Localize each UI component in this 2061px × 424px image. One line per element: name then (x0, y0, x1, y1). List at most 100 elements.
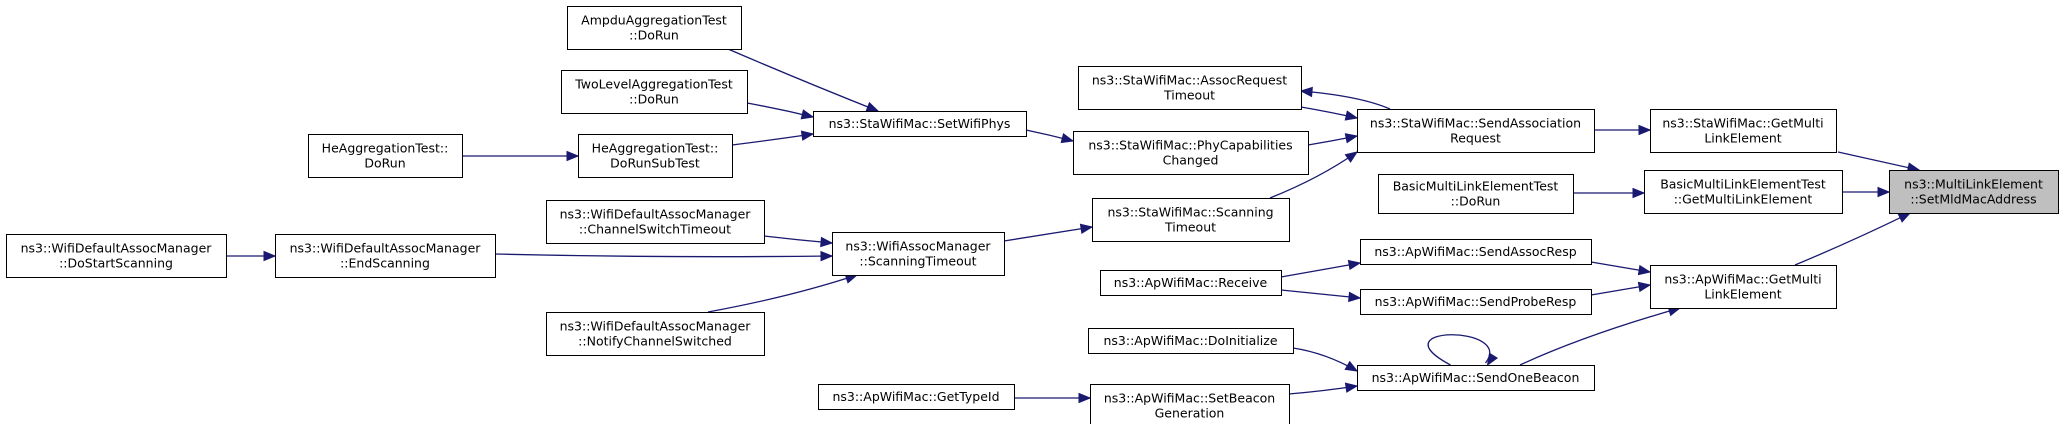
node-label-line: ::ChannelSwitchTimeout (579, 222, 731, 237)
edge-arrowhead (1299, 86, 1313, 98)
node-twolevel-dorun[interactable]: TwoLevelAggregationTest::DoRun (561, 70, 748, 114)
node-box (818, 384, 1015, 410)
node-ap-sendassocresp[interactable]: ns3::ApWifiMac::SendAssocResp (1360, 239, 1592, 265)
edge-n_ampdu_dorun-to-n_sta_setphys (727, 48, 880, 112)
edge-arrowhead (1344, 151, 1359, 163)
node-wdam-chswitch[interactable]: ns3::WifiDefaultAssocManager::ChannelSwi… (546, 200, 765, 244)
node-label-line: Timeout (1164, 220, 1216, 235)
node-ap-doinit[interactable]: ns3::ApWifiMac::DoInitialize (1088, 328, 1294, 354)
node-label-line: LinkElement (1704, 131, 1781, 146)
node-he-dorun[interactable]: HeAggregationTest::DoRun (308, 134, 463, 178)
node-sta-scantimeout[interactable]: ns3::StaWifiMac::ScanningTimeout (1092, 198, 1290, 242)
node-ap-sendproberesp[interactable]: ns3::ApWifiMac::SendProbeResp (1360, 289, 1592, 315)
node-box (813, 111, 1027, 137)
node-sta-setphys[interactable]: ns3::StaWifiMac::SetWifiPhys (813, 111, 1027, 137)
edge-line (1280, 289, 1361, 299)
node-box (1078, 66, 1302, 110)
edge-arrowhead (1060, 133, 1075, 144)
edge-line (1794, 212, 1911, 266)
node-wam-scantimeout[interactable]: ns3::WifiAssocManager::ScanningTimeout (832, 232, 1005, 276)
node-label-line: ns3::StaWifiMac::Scanning (1107, 205, 1273, 220)
node-box (1088, 328, 1294, 354)
node-wdam-endscan[interactable]: ns3::WifiDefaultAssocManager::EndScannin… (275, 234, 496, 278)
edge-arrowhead (566, 150, 580, 162)
node-label-line: Timeout (1163, 88, 1215, 103)
node-ap-gettypeid[interactable]: ns3::ApWifiMac::GetTypeId (818, 384, 1015, 410)
edge-arrowhead (1897, 212, 1912, 223)
node-label-line: ns3::StaWifiMac::SetWifiPhys (829, 116, 1011, 131)
node-label-line: ns3::ApWifiMac::GetMulti (1664, 272, 1821, 287)
edge-n_bmle_getml-to-n_setmld (1841, 186, 1891, 198)
edge-arrowhead (1638, 124, 1652, 136)
edge-n_wam_scantimeout-to-n_sta_scantimeout (1003, 223, 1094, 242)
node-box (1092, 198, 1290, 242)
node-setmld[interactable]: ns3::MultiLinkElement::SetMldMacAddress (1889, 170, 2059, 214)
node-box (1644, 170, 1843, 214)
node-he-dorunsub[interactable]: HeAggregationTest::DoRunSubTest (578, 134, 733, 178)
node-label-line: ns3::ApWifiMac::SetBeacon (1104, 391, 1275, 406)
node-label-line: ns3::StaWifiMac::GetMulti (1662, 116, 1823, 131)
edge-arrowhead (1877, 186, 1891, 198)
edge-arrowhead (800, 130, 815, 141)
node-label-line: ns3::StaWifiMac::SendAssociation (1370, 116, 1581, 131)
edge-arrowhead (1079, 223, 1094, 234)
node-label-line: ::GetMultiLinkElement (1674, 192, 1813, 207)
node-label-line: ns3::WifiDefaultAssocManager (560, 319, 752, 334)
node-box (6, 234, 227, 278)
node-box (561, 70, 748, 114)
node-box (1650, 109, 1837, 153)
edge-arrowhead (1632, 187, 1646, 199)
node-wdam-notify[interactable]: ns3::WifiDefaultAssocManager::NotifyChan… (546, 312, 765, 356)
node-bmle-getml[interactable]: BasicMultiLinkElementTest::GetMultiLinkE… (1644, 170, 1843, 214)
node-label-line: ns3::MultiLinkElement (1904, 177, 2043, 192)
node-label-line: HeAggregationTest:: (592, 141, 719, 156)
edge-n_ap_sendassocresp-to-n_ap_getml (1590, 261, 1652, 276)
edge-n_sta_sendassoc-to-n_sta_assoctimeout (1299, 86, 1391, 110)
edge-n_ap_sendproberesp-to-n_ap_getml (1590, 281, 1652, 296)
node-label-line: ::DoRun (629, 92, 679, 107)
node-box (1073, 131, 1309, 175)
edge-line (731, 133, 814, 146)
edge-n_wdam_startscan-to-n_wdam_endscan (225, 250, 277, 262)
edge-arrowhead (1637, 281, 1652, 293)
edge-n_ap_gettypeid-to-n_ap_setbeacon (1014, 392, 1092, 404)
node-label-line: DoRun (364, 156, 405, 171)
edge-n_ap_getml-to-n_setmld (1794, 212, 1912, 266)
edge-line (494, 253, 833, 258)
node-box (308, 134, 463, 178)
edge-n_sta_phycap-to-n_sta_sendassoc (1307, 133, 1359, 146)
edge-line (707, 274, 858, 313)
node-label-line: ::EndScanning (340, 256, 430, 271)
node-ap-getml[interactable]: ns3::ApWifiMac::GetMultiLinkElement (1650, 265, 1837, 309)
edge-arrowhead (263, 250, 277, 262)
node-ap-sendbeacon[interactable]: ns3::ApWifiMac::SendOneBeacon (1357, 365, 1595, 391)
nodes-layer: ns3::MultiLinkElement::SetMldMacAddressn… (6, 6, 2059, 424)
node-label-line: ::DoRun (629, 28, 679, 43)
node-ap-receive[interactable]: ns3::ApWifiMac::Receive (1100, 270, 1282, 296)
edge-n_he_dorunsub-to-n_sta_setphys (731, 130, 815, 146)
node-label-line: LinkElement (1704, 287, 1781, 302)
edge-n_sta_setphys-to-n_sta_phycap (1025, 129, 1075, 144)
node-label-line: ::DoStartScanning (59, 256, 173, 271)
node-box (1357, 365, 1595, 391)
edge-line (1280, 262, 1361, 278)
node-label-line: ns3::ApWifiMac::SendOneBeacon (1372, 370, 1580, 385)
edge-line (1427, 334, 1491, 366)
edge-arrowhead (1344, 360, 1359, 372)
edge-n_sta_scantimeout-to-n_sta_sendassoc (1269, 151, 1359, 199)
node-label-line: ns3::ApWifiMac::SendProbeResp (1375, 294, 1577, 309)
node-label-line: ::NotifyChannelSwitched (578, 334, 732, 349)
node-ampdu-dorun[interactable]: AmpduAggregationTest::DoRun (567, 6, 742, 50)
edge-arrowhead (1344, 110, 1359, 121)
node-sta-getml[interactable]: ns3::StaWifiMac::GetMultiLinkElement (1650, 109, 1837, 153)
edge-n_wdam_notify-to-n_wam_scantimeout (707, 273, 859, 313)
node-label-line: DoRunSubTest (610, 156, 700, 171)
node-wdam-startscan[interactable]: ns3::WifiDefaultAssocManager::DoStartSca… (6, 234, 227, 278)
edge-arrowhead (1486, 352, 1499, 367)
node-label-line: ::ScanningTimeout (859, 254, 976, 269)
node-bmle-dorun[interactable]: BasicMultiLinkElementTest::DoRun (1378, 174, 1574, 214)
